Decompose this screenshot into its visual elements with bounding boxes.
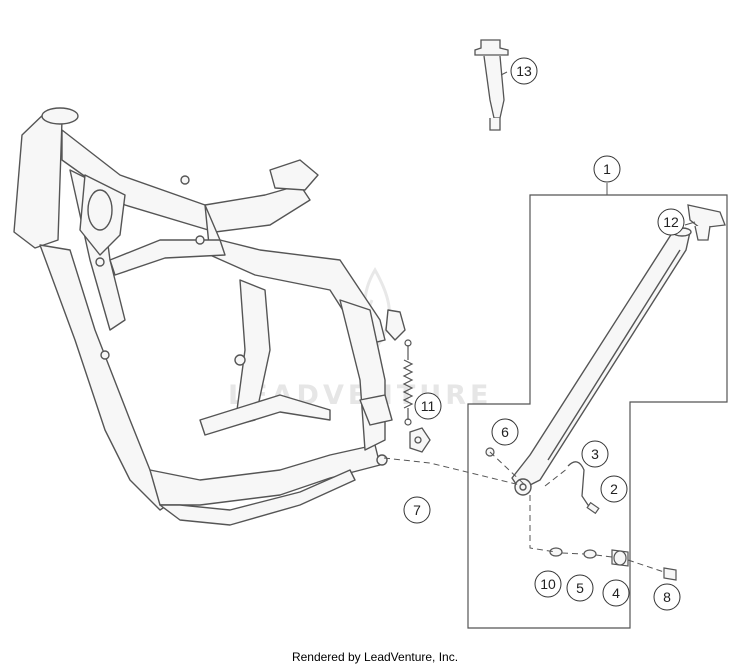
kit-outline-box [467, 194, 728, 629]
svg-text:12: 12 [663, 214, 679, 230]
callout-4: 4 [602, 579, 630, 607]
svg-text:1: 1 [603, 161, 611, 177]
part-3-clip [567, 461, 591, 509]
assembly-lines [383, 451, 665, 573]
footer-credit: Rendered by LeadVenture, Inc. [291, 650, 459, 664]
callout-10: 10 [534, 570, 562, 598]
callout-6: 6 [491, 418, 519, 446]
svg-text:2: 2 [610, 481, 618, 497]
svg-text:4: 4 [612, 585, 620, 601]
bolt-assembly [549, 547, 677, 581]
svg-text:10: 10 [540, 576, 556, 592]
leader-lines [500, 71, 696, 226]
svg-text:8: 8 [663, 589, 671, 605]
callout-13: 13 [510, 57, 538, 85]
callout-5: 5 [566, 574, 594, 602]
svg-text:6: 6 [501, 424, 509, 440]
callout-8: 8 [653, 583, 681, 611]
svg-text:3: 3 [591, 446, 599, 462]
callout-12: 12 [657, 208, 685, 236]
callout-1: 1 [593, 155, 621, 183]
side-stand [511, 227, 692, 496]
part-2-screw [586, 501, 600, 515]
svg-text:13: 13 [516, 63, 532, 79]
callout-11: 11 [414, 392, 442, 420]
svg-text:7: 7 [413, 502, 421, 518]
callout-7: 7 [403, 496, 431, 524]
part-11-spring [402, 339, 414, 426]
part-12-foot [687, 204, 726, 241]
callout-3: 3 [581, 440, 609, 468]
part-13-tool [474, 39, 509, 131]
part-7-bracket [409, 427, 431, 453]
svg-text:11: 11 [421, 398, 436, 414]
callout-2: 2 [600, 475, 628, 503]
motorcycle-frame [13, 107, 406, 526]
svg-text:5: 5 [576, 580, 584, 596]
